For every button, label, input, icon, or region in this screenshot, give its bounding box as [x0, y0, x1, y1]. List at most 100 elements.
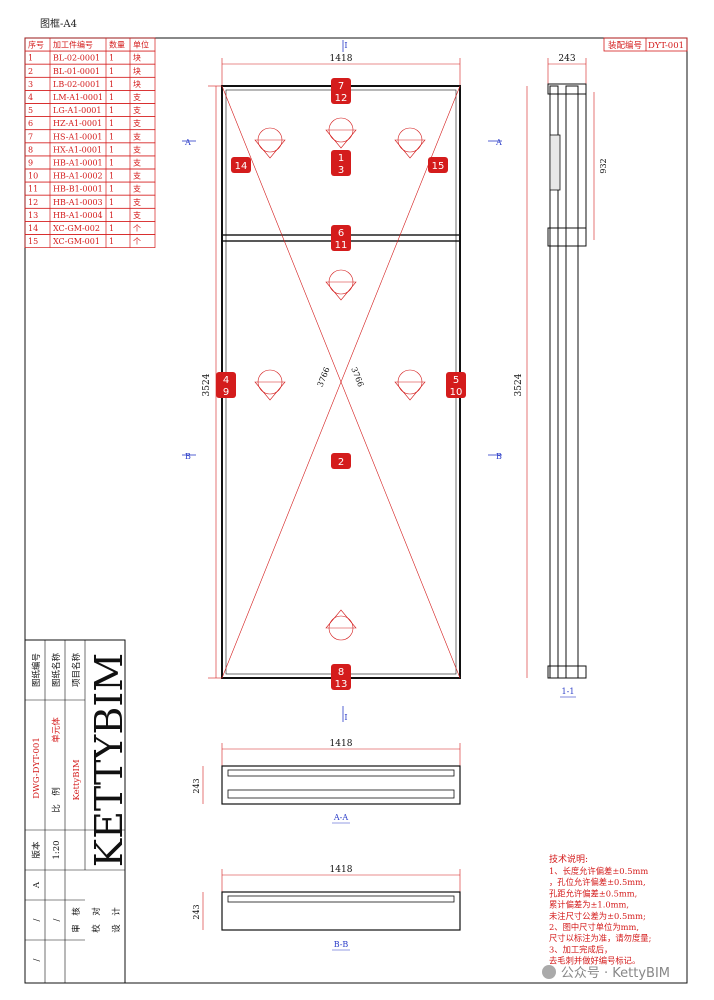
tb-version-label: 版本 — [31, 841, 42, 859]
label-view-1-1: 1-1 — [562, 687, 575, 696]
marker-m2: 2 — [331, 453, 351, 469]
tb-slash-1: / — [32, 918, 42, 921]
table-cell: 10 — [28, 172, 38, 181]
dim-width-top: 1418 — [330, 54, 353, 64]
marker-label: 4 — [223, 375, 229, 386]
notes-line: 尺寸以标注为准，请勿度量; — [549, 933, 651, 943]
table-cell: 6 — [28, 119, 33, 128]
table-cell: 支 — [133, 105, 141, 115]
tb-slash-2: / — [32, 958, 42, 961]
marker-label: 3 — [338, 165, 344, 176]
table-cell: HB-A1-0001 — [53, 159, 103, 168]
tb-label-drawing-name: 图纸名称 — [51, 653, 62, 688]
marker-m1-3: 13 — [331, 150, 351, 176]
section-bb: 1418 243 B-B — [192, 865, 461, 951]
dim-width-bb: 1418 — [330, 865, 353, 875]
table-cell: 13 — [28, 211, 38, 220]
marker-label: 7 — [338, 81, 344, 92]
table-cell: 1 — [109, 80, 114, 89]
table-cell: 1 — [109, 224, 114, 233]
marker-m4-9: 49 — [216, 372, 236, 398]
marker-label: 8 — [338, 667, 344, 678]
marker-m5-10: 510 — [446, 372, 466, 398]
table-cell: 支 — [133, 92, 141, 102]
wechat-icon — [541, 965, 556, 979]
table-cell: 1 — [109, 185, 114, 194]
table-cell: BL-02-0001 — [53, 54, 100, 63]
section-mark-top: I — [344, 41, 347, 50]
table-cell: 块 — [133, 66, 141, 76]
dim-upper-side: 932 — [599, 158, 608, 173]
tb-scale-label: 比 例 — [51, 787, 62, 813]
marker-m6-11: 611 — [331, 225, 351, 251]
table-cell: 5 — [28, 106, 33, 115]
table-cell: 支 — [133, 131, 141, 141]
dim-height-left: 3524 — [202, 373, 212, 396]
tb-version: A — [32, 881, 42, 889]
table-cell: HB-A1-0004 — [53, 211, 103, 220]
tb-label-project: 项目名称 — [71, 653, 82, 688]
dim-diagonal-1: 3766 — [316, 366, 332, 388]
assembly-code: DYT-001 — [648, 41, 684, 51]
table-cell: 支 — [133, 144, 141, 154]
fixing-symbols — [254, 117, 426, 641]
tb-drawing-name: 单元体 — [51, 717, 62, 743]
marker-label: 9 — [223, 387, 229, 398]
dim-width-aa: 1418 — [330, 739, 353, 749]
marker-label: 14 — [235, 161, 248, 172]
notes-line: 3、加工完成后， — [549, 944, 612, 954]
marker-label: 15 — [432, 161, 445, 172]
tb-role-check: 校 对 — [91, 907, 102, 933]
page-title: 图框-A4 — [40, 19, 77, 30]
dim-diagonal-2: 3766 — [349, 366, 365, 388]
marker-m14: 14 — [231, 157, 251, 173]
section-a-right: A — [495, 138, 502, 147]
side-view: 243 932 3524 1-1 — [514, 54, 608, 698]
table-cell: 1 — [109, 93, 114, 102]
label-section-aa: A-A — [333, 813, 348, 822]
table-cell: LM-A1-0001 — [53, 93, 103, 102]
assembly-label: 装配编号 — [608, 40, 642, 51]
marker-m8-13: 813 — [331, 664, 351, 690]
table-cell: HZ-A1-0001 — [53, 119, 102, 128]
watermark-text: 公众号 · KettyBIM — [560, 966, 670, 981]
marker-label: 13 — [335, 679, 348, 690]
tb-scale: 1:20 — [52, 840, 62, 859]
table-header-cell: 加工件编号 — [53, 40, 93, 50]
table-header-cell: 序号 — [28, 40, 44, 50]
table-cell: 1 — [109, 145, 114, 154]
table-cell: 支 — [133, 210, 141, 220]
marker-m15: 15 — [428, 157, 448, 173]
marker-m7-12: 712 — [331, 78, 351, 104]
table-cell: 14 — [28, 224, 38, 233]
table-header-cell: 单位 — [133, 40, 149, 50]
dim-depth-bb: 243 — [192, 904, 201, 919]
table-cell: HB-A1-0002 — [53, 172, 103, 181]
tb-drawing-no: DWG-DYT-001 — [32, 737, 42, 798]
notes-line: ，孔位允许偏差±0.5mm, — [549, 877, 646, 887]
table-cell: HB-B1-0001 — [53, 185, 103, 194]
table-cell: 1 — [109, 159, 114, 168]
dim-depth-aa: 243 — [192, 778, 201, 793]
notes-title: 技术说明: — [549, 853, 588, 865]
table-cell: HX-A1-0001 — [53, 145, 102, 154]
title-block: 图纸编号 图纸名称 项目名称 DWG-DYT-001 单元体 KettyBIM … — [24, 639, 131, 984]
table-cell: 1 — [109, 237, 114, 246]
table-cell: LB-02-0001 — [53, 80, 100, 89]
table-cell: 3 — [28, 80, 33, 89]
table-cell: BL-01-0001 — [53, 67, 100, 76]
table-cell: 9 — [28, 159, 33, 168]
table-cell: 支 — [133, 171, 141, 181]
table-cell: 1 — [109, 106, 114, 115]
table-cell: 1 — [109, 132, 114, 141]
watermark: 公众号 · KettyBIM — [541, 962, 670, 981]
tb-role-design: 设 计 — [111, 907, 122, 933]
assembly-box: 装配编号 DYT-001 — [603, 37, 688, 52]
section-a-left: A — [184, 138, 191, 147]
table-cell: 11 — [28, 185, 38, 194]
table-cell: 12 — [28, 198, 38, 207]
table-cell: 支 — [133, 184, 141, 194]
